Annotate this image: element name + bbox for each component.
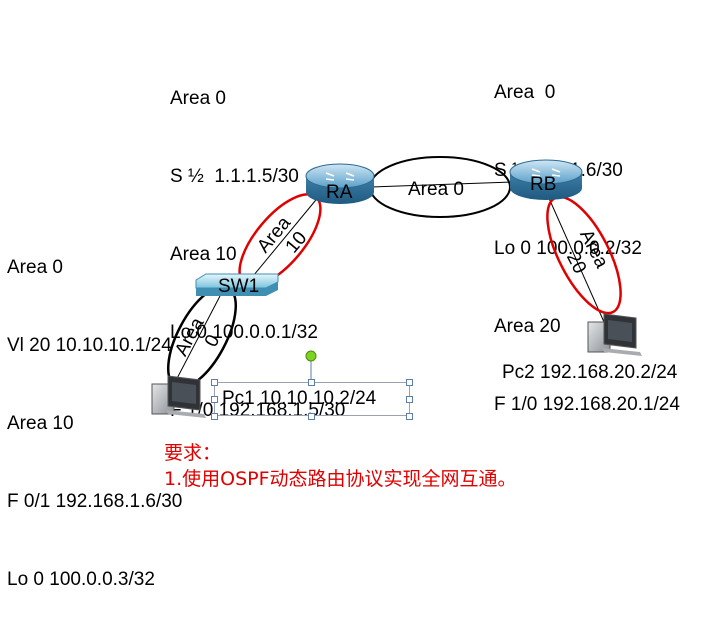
link-rb-pc2 bbox=[547, 195, 605, 323]
selection-handle[interactable] bbox=[406, 379, 413, 386]
rotate-handle[interactable] bbox=[305, 350, 317, 362]
selection-handle[interactable] bbox=[211, 396, 218, 403]
rb-info-line: Area 0 bbox=[494, 82, 556, 103]
selection-handle[interactable] bbox=[308, 379, 315, 386]
sw1-info-line: Lo 0 100.0.0.3/32 bbox=[7, 569, 155, 590]
area-label-sw1-pc1-num: 0 bbox=[201, 331, 225, 350]
ra-info-line: Area 0 bbox=[170, 88, 226, 109]
switch-sw1[interactable]: SW1 bbox=[195, 273, 279, 297]
selection-handle[interactable] bbox=[211, 379, 218, 386]
selection-handle[interactable] bbox=[211, 413, 218, 420]
router-ra-label: RA bbox=[326, 182, 353, 203]
link-ra-sw1 bbox=[243, 194, 321, 288]
selection-handle[interactable] bbox=[308, 413, 315, 420]
router-rb[interactable]: RB bbox=[509, 159, 583, 200]
rb-info-line: Lo 0 100.0.0.2/32 bbox=[494, 238, 642, 259]
pc1-label: Pc1 10.10.10.2/24 bbox=[222, 388, 377, 409]
requirements-title: 要求： bbox=[164, 442, 222, 464]
router-arrows-icon bbox=[325, 172, 355, 181]
ra-info-line: Area 10 bbox=[170, 244, 237, 265]
router-ra[interactable]: RA bbox=[305, 163, 375, 204]
rb-info-line: F 1/0 192.168.20.1/24 bbox=[494, 394, 680, 415]
sw1-info-line: F 0/1 192.168.1.6/30 bbox=[7, 491, 183, 512]
pc2-computer[interactable] bbox=[587, 313, 642, 356]
sw1-info-line: Area 10 bbox=[7, 413, 74, 434]
link-ra-rb bbox=[371, 181, 513, 188]
sw1-info-line: Area 0 bbox=[7, 257, 63, 278]
ra-info-line: S ½ 1.1.1.5/30 bbox=[170, 166, 299, 187]
pc1-computer[interactable] bbox=[151, 375, 206, 418]
link-sw1-pc1 bbox=[171, 295, 221, 389]
topology-diagram: Area 0 Area 10 Area 20 Area 0 RA RB SW1 bbox=[151, 156, 642, 418]
rb-info-line: Area 20 bbox=[494, 316, 561, 337]
area-label-ra-rb: Area 0 bbox=[408, 179, 464, 200]
router-rb-label: RB bbox=[530, 174, 556, 195]
pc2-label: Pc2 192.168.20.2/24 bbox=[502, 362, 678, 383]
requirements-item-1: 1.使用OSPF动态路由协议实现全网互通。 bbox=[164, 468, 517, 490]
switch-sw1-label: SW1 bbox=[218, 276, 259, 297]
selection-handle[interactable] bbox=[406, 413, 413, 420]
sw1-info-line: Vl 20 10.10.10.1/24 bbox=[7, 335, 172, 356]
router-arrows-icon bbox=[531, 168, 561, 177]
selection-handle[interactable] bbox=[406, 396, 413, 403]
